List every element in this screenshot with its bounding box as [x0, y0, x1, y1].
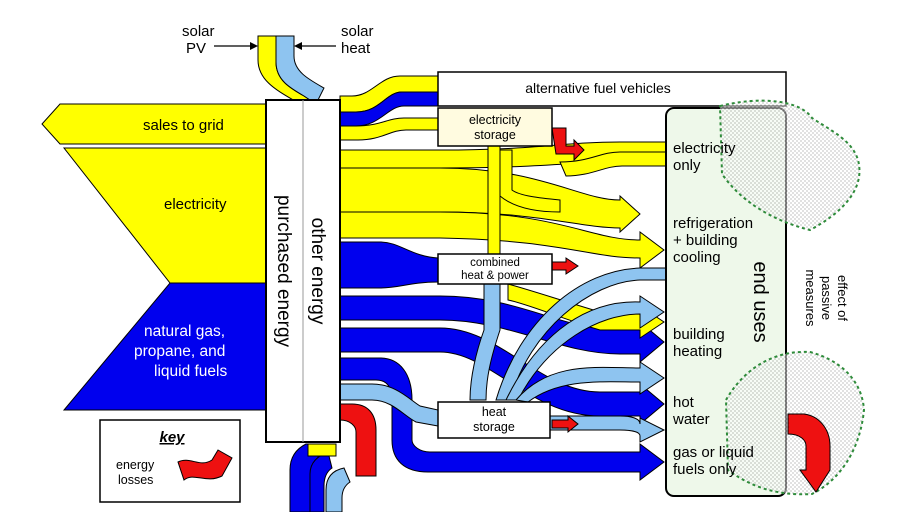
end-use-building-heating-1: building	[673, 326, 725, 343]
alternative-fuel-vehicles-box: alternative fuel vehicles	[437, 71, 787, 107]
flows-to-storage	[339, 75, 439, 141]
heat-storage-outputs	[495, 267, 667, 443]
solar-pv-label-2: PV	[186, 40, 206, 57]
end-use-gas-liquid-2: fuels only	[673, 461, 737, 478]
bottom-exit-flows	[289, 403, 377, 513]
end-use-refrigeration-3: cooling	[673, 249, 721, 266]
chp-outputs	[469, 129, 665, 401]
chp-label-1: combined	[470, 257, 520, 269]
end-use-electricity-only-2: only	[673, 157, 701, 174]
heat-storage-label-2: storage	[473, 420, 515, 434]
natural-gas-label-3: liquid fuels	[154, 363, 227, 380]
end-use-refrigeration-1: refrigeration	[673, 215, 753, 232]
fuel-flows	[339, 241, 665, 481]
chp-label-2: heat & power	[461, 270, 529, 282]
natural-gas-label-2: propane, and	[134, 343, 225, 360]
passive-label-2: passive	[819, 276, 834, 320]
key-title: key	[159, 429, 185, 446]
end-uses-title: end uses	[749, 261, 771, 342]
purchased-energy-hub	[265, 99, 341, 443]
electricity-flow	[62, 147, 267, 284]
heat-storage-label-1: heat	[482, 405, 507, 419]
end-use-hot-water-1: hot	[673, 394, 695, 411]
end-use-hot-water-2: water	[672, 411, 710, 428]
alternative-fuel-vehicles-label: alternative fuel vehicles	[525, 80, 671, 96]
passive-label-3: measures	[803, 269, 818, 327]
solar-heat-label-2: heat	[341, 40, 371, 57]
natural-gas-label-1: natural gas,	[144, 323, 225, 340]
end-use-gas-liquid-1: gas or liquid	[673, 444, 754, 461]
hub-label-top: other energy	[307, 218, 328, 325]
end-use-building-heating-2: heating	[673, 343, 722, 360]
hub-label-bottom: purchased energy	[273, 195, 294, 348]
loss-flows	[551, 127, 585, 434]
heat-storage-box: heat storage	[437, 401, 551, 439]
electricity-label: electricity	[164, 196, 227, 213]
energy-loss-swatch-icon	[177, 449, 233, 481]
chp-box: combined heat & power	[437, 253, 553, 285]
electricity-storage-label-2: storage	[474, 128, 516, 142]
solar-pv-label-1: solar	[182, 23, 215, 40]
key-item-label-1: energy	[116, 458, 155, 472]
end-use-electricity-only-1: electricity	[673, 140, 736, 157]
electricity-storage-box: electricity storage	[437, 107, 553, 147]
solar-arrows	[214, 42, 336, 50]
key-legend: key energy losses	[99, 419, 241, 503]
solar-heat-label-1: solar	[341, 23, 374, 40]
key-item-label-2: losses	[118, 473, 153, 487]
passive-label-1: effect of	[835, 275, 850, 321]
passive-measures-shapes	[718, 99, 866, 496]
sales-to-grid-label: sales to grid	[143, 117, 224, 134]
electricity-storage-label-1: electricity	[469, 113, 522, 127]
end-use-refrigeration-2: + building	[673, 232, 738, 249]
